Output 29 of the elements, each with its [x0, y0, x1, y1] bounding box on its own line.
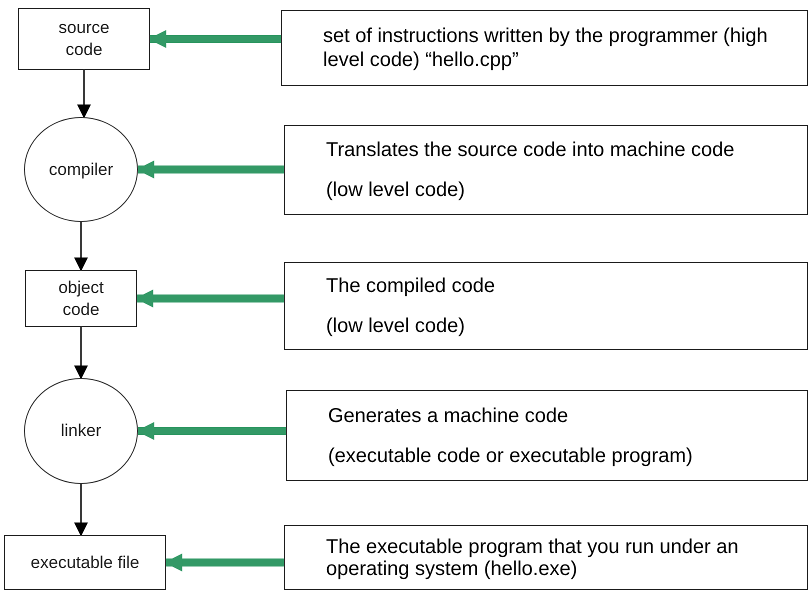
description-box	[284, 125, 808, 215]
description-box	[286, 390, 808, 481]
node-text: executable file	[30, 552, 140, 574]
arrow	[74, 327, 88, 380]
process-box	[18, 8, 150, 70]
arrow	[74, 484, 88, 536]
arrow	[77, 70, 91, 118]
node-text: set of instructions written by the programmer (high level code) “hello.cpp”	[323, 24, 769, 72]
node-text: linker	[60, 420, 102, 442]
process-box	[25, 270, 137, 327]
node-text: object code	[57, 276, 105, 320]
process-box	[4, 535, 166, 590]
description-box	[281, 10, 808, 86]
node-text: Translates the source code into machine code (low level code)	[326, 138, 736, 203]
arrow	[135, 290, 284, 308]
arrow	[136, 422, 286, 440]
node-text: (executable code or executable program)	[328, 444, 694, 468]
description-box	[284, 262, 808, 350]
arrow	[164, 554, 284, 572]
node-text: The executable program that you run under an operating system (hello.exe)	[326, 536, 740, 580]
node-text: (low level code)	[326, 314, 466, 339]
node-text: Generates a machine code	[328, 404, 570, 428]
arrow	[74, 222, 88, 272]
node-text: The compiled code	[326, 274, 496, 299]
arrow	[148, 30, 281, 48]
arrow	[136, 160, 284, 178]
description-box	[284, 525, 808, 590]
node-text: source code	[57, 17, 111, 61]
node-text: compiler	[48, 158, 114, 181]
